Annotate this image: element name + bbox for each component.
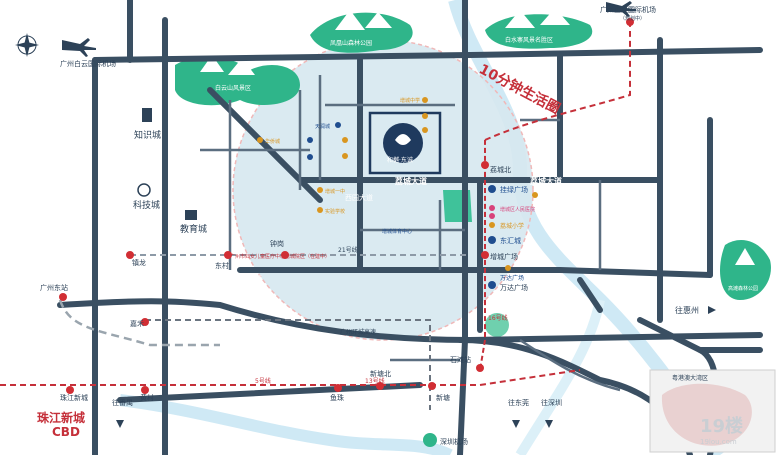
compass-icon (15, 33, 39, 57)
airport-baiyun-label: 广州白云国际机场 (60, 59, 116, 68)
station-xintang: 新塘 (436, 393, 450, 402)
mountain-se (720, 240, 771, 300)
poi-mountain-n2: 白水寨风景名胜区 (505, 36, 553, 44)
poi-zengjiang-middle: 增城中学 (400, 97, 420, 104)
district-knowledge-city: 知识城 (134, 129, 161, 141)
ten-minute-circle (232, 39, 534, 341)
poi-tianrun: 天润城 (315, 123, 330, 130)
mountain-n1 (310, 10, 413, 53)
book-icon (142, 108, 152, 122)
poi-mountain-se: 高滩森林公园 (728, 285, 758, 292)
poi-sports-center: 增城体育中心 (382, 228, 412, 235)
watermark-sub: 19lou.com (700, 438, 737, 446)
district-science-city: 科技城 (133, 199, 160, 211)
station-dongcun: 东村 (215, 261, 229, 270)
arrow-right-icon-huizhou (708, 306, 716, 314)
cbd-title: 珠江新城 (37, 410, 85, 425)
atom-icon (137, 183, 151, 197)
station-zengcheng-bei: 荔城北 (490, 165, 511, 174)
district-education-city: 教育城 (180, 223, 207, 235)
hospital-markers (489, 205, 495, 219)
secondary-roads (200, 75, 621, 392)
poi-markers (307, 122, 496, 289)
metro-5 (0, 369, 581, 386)
exit-gangao: 粤港澳大湾区 (672, 374, 708, 382)
road-guangzeng: 广汕公路 (238, 274, 262, 282)
river-south (119, 394, 453, 455)
road-xiyuan-ave: 西园大道 (345, 193, 373, 202)
road-licheng-ave: 荔城大道 (394, 176, 427, 186)
exit-dongguan: 往东莞 (508, 398, 529, 407)
project-block (368, 111, 442, 175)
poi-zhongxue1: 增城一中 (325, 188, 345, 195)
road-line16: 16号线 (488, 314, 508, 322)
poi-zhongxin-hosp: 增城区人民医院 (500, 206, 535, 213)
station-guangzhou-east: 广州东站 (40, 283, 68, 292)
project-logo-icon (395, 134, 411, 145)
exit-huizhou: 往惠州 (675, 305, 699, 315)
metro-13 (145, 319, 431, 410)
shenzhen-airport-marker (423, 433, 437, 447)
river-zengjiang (448, 0, 726, 455)
gba-inset-map (649, 369, 776, 453)
poi-wanda: 万达广场 (500, 274, 524, 282)
station-zhenlong: 镇龙 (132, 258, 146, 267)
poi-guali: 挂绿广场 (500, 185, 528, 194)
poi-mountain-nw: 白云山风景区 (215, 84, 251, 92)
education-icon (185, 210, 197, 220)
road-line13: 13号线 (365, 377, 385, 385)
station-markers (59, 18, 634, 394)
road-guangshen: 广深高速 (285, 345, 309, 353)
road-xicheng-ave: 荔城大道 (529, 176, 562, 186)
station-zhujiang-new-town: 珠江新城 (60, 393, 88, 402)
station-jiahe: 嘉禾 (130, 319, 144, 328)
station-zhonggang: 钟岗 (270, 239, 284, 248)
school-markers (257, 97, 538, 271)
station-yuzhu: 鱼珠 (330, 393, 344, 402)
mountain-n2 (485, 8, 593, 49)
exit-shenzhen: 往深圳 (541, 398, 562, 407)
exit-panyu: 往番禺 (112, 398, 133, 407)
main-roads (57, 0, 763, 455)
station-xintang-north: 新塘北 (370, 369, 391, 378)
arrow-down-icon-dongguan (512, 420, 520, 428)
station-wanda: 万达广场 (500, 283, 528, 292)
station-zengcheng-square: 增城广场 (490, 252, 518, 261)
station-huangcun: 黄村 (140, 393, 154, 402)
watermark-text: 19楼 (700, 415, 743, 437)
airport-zhengguo-label: 广州正果国际机场 (600, 5, 656, 14)
project-name-label: 和樾·东诚 (387, 156, 413, 164)
road-line5: 5号线 (255, 377, 271, 385)
poi-gov-center: 广州市妇女儿童医疗中心增城院区（在建中） (230, 253, 330, 260)
airport-shenzhen-label: 深圳机场 (440, 437, 468, 446)
road-metro-21: 21号线 (338, 246, 358, 254)
arrow-down-icon-shenzhen (545, 420, 553, 428)
station-shitan: 石滩站 (450, 355, 471, 364)
road-guangzhou-expressway: 广州环城高速 (340, 328, 376, 336)
arrow-down-icon-panyu (116, 420, 124, 428)
poi-hualong: 华侨城 (265, 138, 280, 145)
cbd-sub: CBD (52, 425, 80, 439)
poi-shiyan: 实验学校 (325, 208, 345, 215)
park-south (485, 313, 509, 337)
airport-zhengguo-sub: （规划中） (620, 15, 645, 22)
airplane-icon-zhengguo (606, 1, 636, 17)
poi-zengcheng-xiaoxue: 荔城小学 (500, 222, 524, 230)
poi-mountain-n1: 凤凰山森林公园 (330, 39, 372, 47)
airplane-icon-baiyun (62, 38, 96, 57)
poi-dongfang: 东汇城 (500, 236, 521, 245)
mountain-nw (175, 55, 300, 106)
